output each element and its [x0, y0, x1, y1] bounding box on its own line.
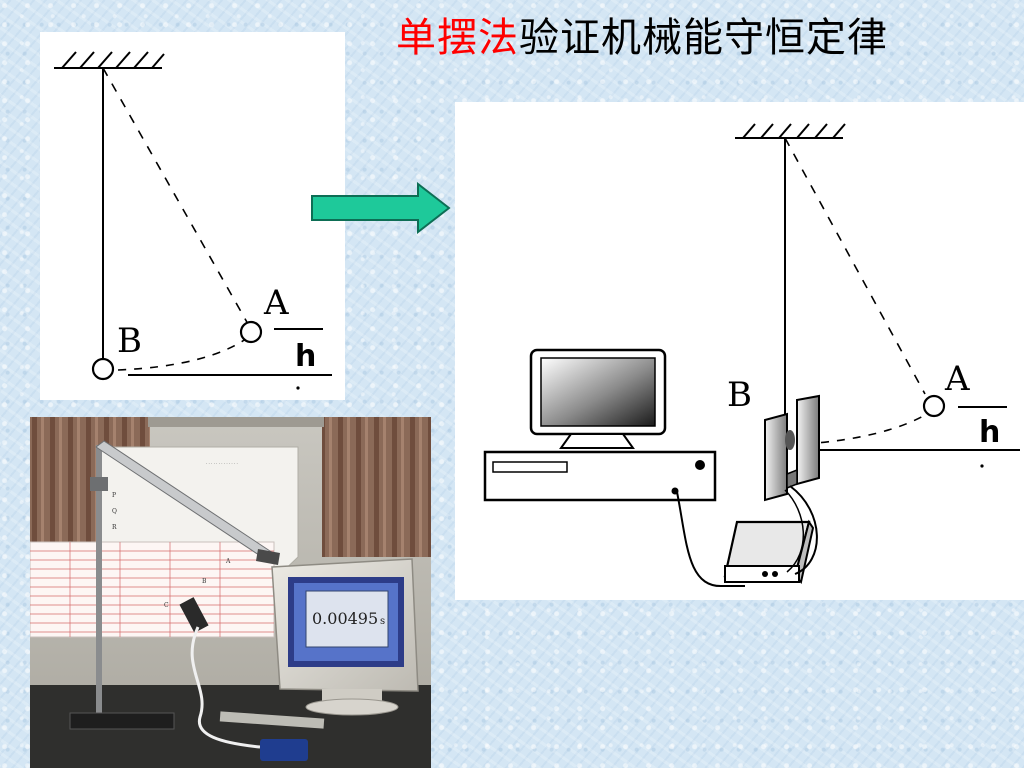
pendulum-string-displaced: [784, 137, 926, 395]
cable-gate-timer-2: [784, 489, 805, 573]
cable-computer-timer: [676, 491, 745, 588]
board-letter-c: C: [164, 602, 169, 609]
ceiling-support: [54, 51, 165, 69]
timer-module: [260, 739, 308, 761]
apparatus-photo: · · · · · · · · · · · · · P Q R A B C: [30, 417, 431, 768]
slide-title: 单摆法验证机械能守恒定律: [396, 8, 1016, 68]
title-highlight: 单摆法: [396, 15, 519, 61]
label-h: h: [295, 339, 316, 374]
white-cable: [190, 626, 261, 749]
cable-gate-timer: [789, 485, 818, 575]
computer-case-icon: [483, 450, 717, 502]
label-a: A: [944, 359, 970, 399]
label-a: A: [263, 283, 289, 323]
label-h: h: [979, 415, 1000, 450]
board-letter-q: Q: [112, 508, 117, 515]
board-letters: P Q R A B C: [112, 492, 231, 609]
board-letter-r: R: [112, 524, 117, 531]
dot-marker: [980, 464, 984, 468]
stand-base: [69, 712, 175, 730]
pendulum-string-displaced: [102, 67, 249, 325]
swing-arc: [804, 413, 928, 445]
grid-sheet: [30, 541, 275, 638]
photogate-diagram: A B h: [455, 102, 1024, 600]
photogate-photo: [179, 597, 209, 633]
title-rest: 验证机械能守恒定律: [519, 15, 888, 61]
timer-reading: 0.00495: [312, 609, 378, 628]
stand-clamp: [90, 477, 108, 491]
label-b: B: [117, 321, 142, 361]
pendulum-diagram: A B h: [40, 32, 345, 400]
label-b: B: [727, 375, 752, 415]
board-header: · · · · · · · · · · · · ·: [206, 461, 238, 466]
computer-monitor-icon: [529, 348, 667, 449]
bob-a: [922, 394, 946, 418]
stand-rod: [96, 445, 102, 729]
arm-end-holder: [256, 549, 280, 565]
curtain-right: [322, 417, 431, 557]
dot-marker: [296, 386, 300, 390]
board-letter-b: B: [202, 578, 207, 585]
photo-monitor: 0.00495 s: [271, 558, 419, 716]
bob-a: [239, 320, 263, 344]
keyboard-tray: [219, 711, 325, 729]
board-letter-p: P: [112, 492, 116, 499]
board-letter-a: A: [225, 558, 231, 565]
ceiling-support: [735, 123, 846, 139]
photogate: [764, 394, 820, 502]
timer-box-icon: [723, 519, 815, 584]
right-arrow-icon: [311, 182, 451, 234]
timer-unit: s: [380, 616, 385, 627]
bob-b: [91, 357, 115, 381]
swing-arc: [117, 335, 251, 371]
window-frame: [148, 417, 324, 427]
